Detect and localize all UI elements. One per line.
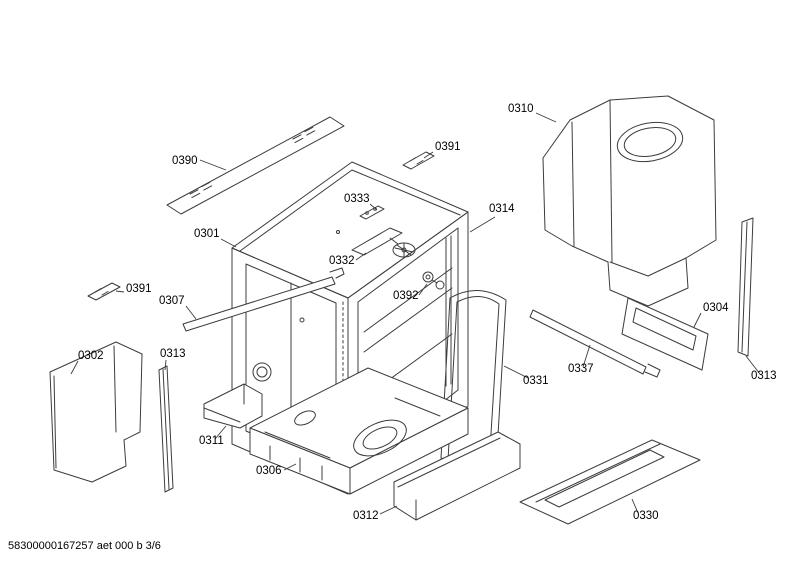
leader-0314 — [469, 216, 496, 233]
label-0307: 0307 — [159, 295, 185, 307]
label-0306: 0306 — [256, 465, 282, 477]
part-cross-rail-0307 — [182, 267, 345, 332]
leader-0333 — [369, 203, 378, 211]
leader-0306 — [283, 463, 297, 471]
leader-0332 — [355, 252, 367, 261]
label-0312: 0312 — [353, 510, 379, 522]
part-fixing-bracket-0391-left — [87, 282, 121, 301]
leader-0307 — [185, 305, 197, 320]
part-trim-strip-0313-left — [158, 365, 174, 493]
part-bottom-insulation-0330 — [519, 439, 701, 525]
leader-0310 — [535, 112, 557, 123]
leader-0330 — [631, 498, 639, 514]
label-0304: 0304 — [703, 302, 729, 314]
part-vent-assembly-0332 — [351, 227, 416, 258]
leader-0313-left — [164, 359, 167, 371]
leader-0302 — [70, 360, 79, 375]
label-0332: 0332 — [329, 255, 355, 267]
label-0333: 0333 — [344, 193, 370, 205]
part-base-insulation-0312 — [393, 431, 521, 521]
part-side-rail-0304 — [621, 297, 709, 371]
part-cross-rail-0337 — [529, 309, 661, 378]
part-vent-clip-0333 — [359, 205, 385, 220]
label-0310: 0310 — [508, 103, 534, 115]
leader-0390 — [199, 159, 227, 171]
label-0330: 0330 — [633, 510, 659, 522]
label-0390: 0390 — [172, 155, 198, 167]
leader-0304 — [693, 312, 702, 328]
label-0391-left: 0391 — [126, 283, 152, 295]
part-fixing-bracket-0391-top — [402, 151, 435, 170]
drawing-number: 58300000167257 aet 000 b 3/6 — [8, 540, 161, 552]
leader-0337 — [582, 344, 591, 368]
label-0337: 0337 — [568, 363, 594, 375]
leader-0311 — [214, 425, 227, 440]
part-top-strip-0390 — [166, 116, 345, 215]
leader-0331 — [503, 365, 529, 379]
label-0331: 0331 — [523, 375, 549, 387]
leader-0313-right — [745, 355, 761, 375]
label-0302: 0302 — [78, 350, 104, 362]
label-0392: 0392 — [393, 290, 419, 302]
leader-0391-left — [115, 290, 125, 293]
label-0313-left: 0313 — [160, 348, 186, 360]
part-base-assembly-0306 — [249, 367, 469, 495]
part-check-valve-0392 — [422, 271, 445, 290]
part-base-bracket-0311 — [203, 383, 263, 429]
label-0314: 0314 — [489, 203, 515, 215]
part-insulation-panel-0302 — [49, 341, 143, 483]
label-0311: 0311 — [199, 435, 224, 447]
leader-lines — [70, 112, 761, 515]
label-0391-top: 0391 — [435, 141, 461, 153]
leader-0392 — [418, 283, 428, 296]
label-0301: 0301 — [194, 228, 220, 240]
part-trim-strip-0313-right — [737, 217, 754, 357]
leader-0391-top — [423, 151, 434, 159]
part-insulation-wrap-0310 — [542, 95, 717, 307]
label-0313-right: 0313 — [751, 370, 777, 382]
part-labels: 0390 0391 0333 0301 0332 0314 0310 0307 … — [78, 103, 777, 522]
leader-0312 — [379, 505, 398, 515]
leader-0301 — [220, 238, 237, 248]
